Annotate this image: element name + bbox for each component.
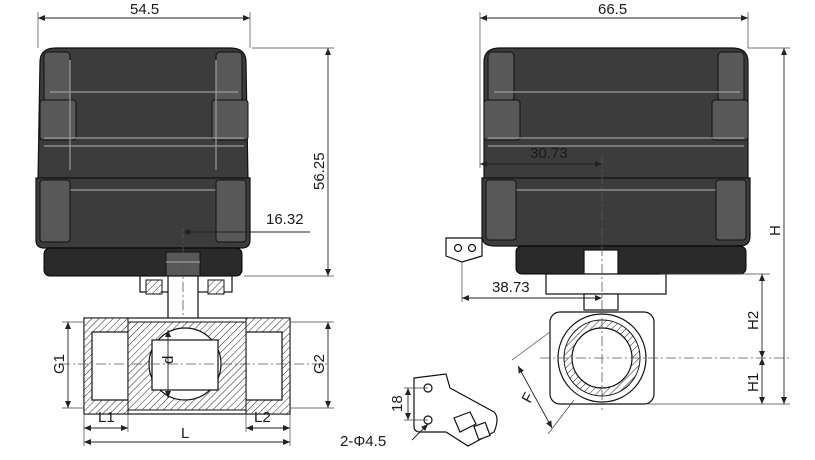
side-pipe [540,156,790,410]
dim-thread-right: G2 [311,354,328,374]
dim-thread-left: G1 [51,354,68,374]
dim-bracket-spacing: 18 [389,395,406,412]
dim-side-width: 66.5 [598,1,627,18]
side-dimensions: 66.5 30.73 38.73 H H2 H1 F [461,1,790,435]
front-stem [139,228,233,410]
dim-center-offset: 30.73 [530,145,568,162]
dim-total-height: H [767,225,784,236]
dim-bore: d [160,356,177,364]
front-actuator [35,47,251,277]
dim-mount-offset: 38.73 [492,279,530,296]
dim-front-width: 54.5 [130,1,159,18]
dim-flat-size: F [519,390,538,406]
front-valve-body [60,317,330,415]
side-bracket-tab [445,237,483,263]
bracket-detail: 18 2-Φ4.5 [340,373,498,450]
dim-bracket-holes: 2-Φ4.5 [340,433,386,450]
front-dimensions: 54.5 56.25 16.32 G1 G2 d L1 [37,1,334,446]
front-view: 54.5 56.25 16.32 G1 G2 d L1 [35,1,334,446]
dim-height-lower: H1 [745,373,762,392]
dim-length-right: L2 [254,409,271,426]
dim-length: L [181,425,189,442]
side-view: 66.5 30.73 38.73 H H2 H1 F [445,1,790,435]
side-actuator [481,47,751,275]
dim-stem-offset: 16.32 [266,211,304,228]
dim-actuator-height: 56.25 [311,152,328,190]
dim-height-upper: H2 [745,311,762,330]
dim-length-left: L1 [98,409,115,426]
